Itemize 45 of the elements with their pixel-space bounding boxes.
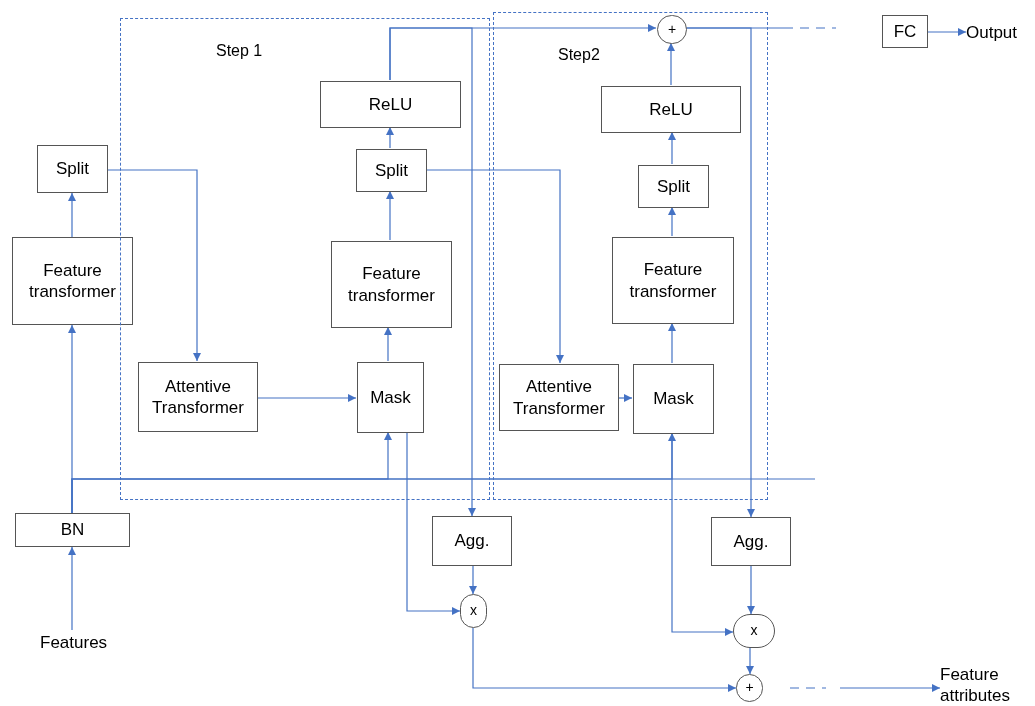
step-heading: Step2 <box>558 45 600 65</box>
connector-arrow <box>107 169 201 362</box>
process-box: Mask <box>357 362 424 433</box>
connector-arrow <box>389 27 476 517</box>
io-label: Feature attributes <box>940 664 1035 706</box>
process-box: Feature transformer <box>612 237 734 324</box>
step-heading: Step 1 <box>216 41 263 61</box>
connector-arrow <box>839 684 941 692</box>
connector-arrow <box>668 206 676 237</box>
io-label: Features <box>40 630 124 656</box>
connector-arrow <box>386 126 394 149</box>
connector-arrow <box>685 27 755 518</box>
io-label: Output <box>966 20 1032 46</box>
process-box: ReLU <box>320 81 461 128</box>
connector-arrow <box>256 394 357 402</box>
process-box: Agg. <box>432 516 512 566</box>
process-box: ReLU <box>601 86 741 133</box>
connector-arrow <box>469 565 477 595</box>
connector-arrow <box>927 28 967 36</box>
process-box: Attentive Transformer <box>499 364 619 431</box>
connector-arrow <box>406 431 461 615</box>
connector-arrow <box>68 192 76 238</box>
process-box: Split <box>37 145 108 193</box>
connector-arrow <box>668 322 676 364</box>
process-box: Agg. <box>711 517 791 566</box>
process-box: Feature transformer <box>331 241 452 328</box>
connector-arrow <box>68 546 76 631</box>
process-box: Attentive Transformer <box>138 362 258 432</box>
step-group-frame <box>120 18 490 500</box>
connector-arrow <box>668 131 676 165</box>
connector-arrow <box>425 169 564 364</box>
connector-arrow <box>617 394 633 402</box>
connector-arrow <box>667 42 675 86</box>
connector-arrow <box>386 190 394 241</box>
connector-arrow <box>747 565 755 615</box>
process-box: Mask <box>633 364 714 434</box>
process-box: Feature transformer <box>12 237 133 325</box>
process-box: FC <box>882 15 928 48</box>
process-box: Split <box>638 165 709 208</box>
process-box: BN <box>15 513 130 547</box>
step-group-frame <box>493 12 768 500</box>
connector-arrow <box>746 647 754 675</box>
connector-arrow <box>472 627 737 692</box>
process-box: Split <box>356 149 427 192</box>
connector-arrow <box>384 326 392 362</box>
